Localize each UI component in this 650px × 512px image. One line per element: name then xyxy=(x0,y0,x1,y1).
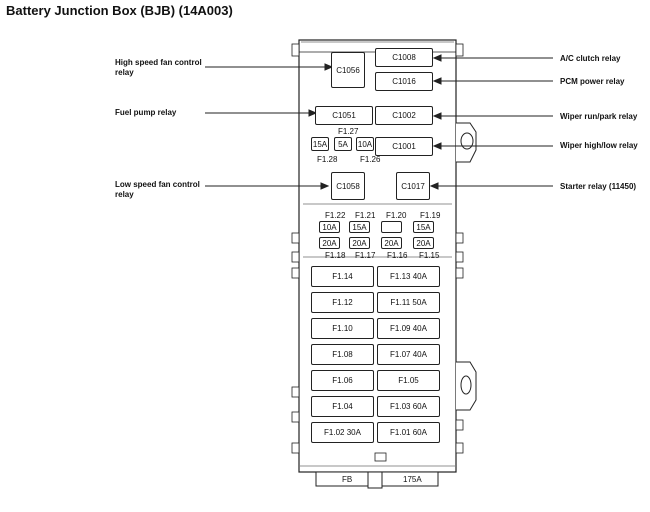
fuse-label-fb: FB xyxy=(342,475,353,484)
relay-c1056: C1056 xyxy=(331,52,365,88)
fuse-label-f119: F1.19 xyxy=(420,211,441,220)
label-pcm-power-relay: PCM power relay xyxy=(560,77,625,86)
fuse-f102: F1.02 30A xyxy=(311,422,374,443)
page-title: Battery Junction Box (BJB) (14A003) xyxy=(6,3,233,18)
fuse-f105: F1.05 xyxy=(377,370,440,391)
fuse-f112: F1.12 xyxy=(311,292,374,313)
fuse-f120 xyxy=(381,221,402,233)
fuse-label-f118: F1.18 xyxy=(325,251,346,260)
fuse-f117: 20A xyxy=(349,237,370,249)
relay-c1016: C1016 xyxy=(375,72,433,91)
fuse-f113: F1.13 40A xyxy=(377,266,440,287)
label-low-speed-fan-relay: Low speed fan control relay xyxy=(115,180,200,199)
fuse-f110: F1.10 xyxy=(311,318,374,339)
fuse-rating-175a: 175A xyxy=(403,475,422,484)
relay-c1002: C1002 xyxy=(375,106,433,125)
fuse-f111: F1.11 50A xyxy=(377,292,440,313)
fuse-f121: 15A xyxy=(349,221,370,233)
fuse-f128: 15A xyxy=(311,137,329,151)
relay-c1051: C1051 xyxy=(315,106,373,125)
fuse-f122: 10A xyxy=(319,221,340,233)
fuse-f101: F1.01 60A xyxy=(377,422,440,443)
fuse-f108: F1.08 xyxy=(311,344,374,365)
fuse-label-f121: F1.21 xyxy=(355,211,376,220)
fuse-f118: 20A xyxy=(319,237,340,249)
fuse-f127: 5A xyxy=(334,137,352,151)
fuse-f103: F1.03 60A xyxy=(377,396,440,417)
fuse-f104: F1.04 xyxy=(311,396,374,417)
fuse-label-f116: F1.16 xyxy=(387,251,408,260)
fuse-label-f128: F1.28 xyxy=(317,155,338,164)
label-wiper-run-park-relay: Wiper run/park relay xyxy=(560,112,638,121)
fuse-label-f120: F1.20 xyxy=(386,211,407,220)
label-starter-relay: Starter relay (11450) xyxy=(560,182,637,191)
fuse-label-f122: F1.22 xyxy=(325,211,346,220)
fuse-f115: 20A xyxy=(413,237,434,249)
relay-c1001: C1001 xyxy=(375,137,433,156)
fuse-f109: F1.09 40A xyxy=(377,318,440,339)
label-wiper-high-low-relay: Wiper high/low relay xyxy=(560,141,638,150)
fuse-f126: 10A xyxy=(356,137,374,151)
fuse-f116: 20A xyxy=(381,237,402,249)
fuse-f107: F1.07 40A xyxy=(377,344,440,365)
label-high-speed-fan-relay: High speed fan control relay xyxy=(115,58,202,77)
relay-c1017: C1017 xyxy=(396,172,430,200)
fuse-f119: 15A xyxy=(413,221,434,233)
fuse-f114: F1.14 xyxy=(311,266,374,287)
fuse-label-f117: F1.17 xyxy=(355,251,376,260)
fuse-label-f115: F1.15 xyxy=(419,251,440,260)
fuse-label-f127: F1.27 xyxy=(338,127,359,136)
label-fuel-pump-relay: Fuel pump relay xyxy=(115,108,177,117)
relay-c1058: C1058 xyxy=(331,172,365,200)
relay-c1008: C1008 xyxy=(375,48,433,67)
fuse-label-f126: F1.26 xyxy=(360,155,381,164)
label-ac-clutch-relay: A/C clutch relay xyxy=(560,54,621,63)
fuse-f106: F1.06 xyxy=(311,370,374,391)
